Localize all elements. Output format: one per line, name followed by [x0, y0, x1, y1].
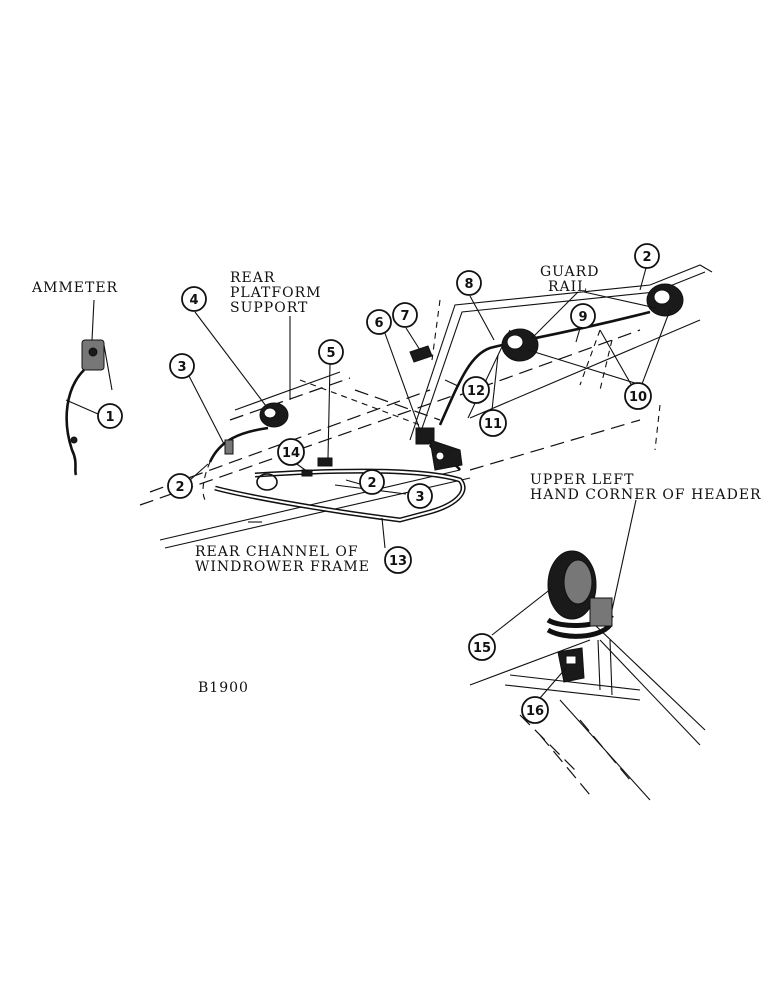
callout-3: 3 [169, 353, 195, 379]
rear-channel-label-line2: WINDROWER FRAME [195, 559, 370, 575]
svg-text:15: 15 [473, 641, 491, 656]
callout-7: 7 [392, 302, 418, 328]
callout-10: 10 [624, 382, 652, 410]
callout-1: 1 [97, 403, 123, 429]
callout-16: 16 [521, 696, 549, 724]
rear-lamp [259, 402, 289, 428]
svg-text:1: 1 [105, 410, 114, 425]
svg-text:12: 12 [467, 384, 485, 399]
svg-text:6: 6 [374, 316, 383, 331]
callout-2-c: 2 [634, 243, 660, 269]
svg-text:4: 4 [189, 293, 198, 308]
svg-text:2: 2 [367, 476, 376, 491]
upper-left-label-line1: UPPER LEFT [530, 472, 634, 488]
callouts: 1 2 3 4 5 6 7 8 [97, 243, 660, 724]
callout-2-b: 2 [359, 469, 385, 495]
rear-platform-label-line1: REAR [230, 270, 275, 286]
callout-13: 13 [384, 546, 412, 574]
callout-9: 9 [570, 303, 596, 329]
svg-text:9: 9 [578, 310, 587, 325]
callout-11: 11 [479, 409, 507, 437]
callout-6: 6 [366, 309, 392, 335]
ammeter-assembly [65, 339, 113, 476]
svg-text:10: 10 [629, 390, 647, 405]
callout-3-b: 3 [407, 483, 433, 509]
callout-14: 14 [277, 438, 305, 466]
svg-text:13: 13 [389, 554, 407, 569]
callout-15: 15 [468, 633, 496, 661]
svg-text:2: 2 [642, 250, 651, 265]
figure-code: B1900 [198, 680, 249, 696]
guard-rail-label-line1: GUARD [540, 264, 599, 280]
guard-rail-label-line2: RAIL [548, 279, 587, 295]
leader-lines [65, 267, 671, 699]
svg-text:16: 16 [526, 704, 544, 719]
text-labels: AMMETER REAR PLATFORM SUPPORT GUARD RAIL… [31, 264, 762, 696]
svg-text:11: 11 [484, 417, 502, 432]
callout-4: 4 [181, 286, 207, 312]
upper-left-label-line2: HAND CORNER OF HEADER [530, 487, 762, 503]
svg-text:14: 14 [282, 446, 300, 461]
svg-text:2: 2 [175, 480, 184, 495]
svg-text:3: 3 [177, 360, 186, 375]
callout-2: 2 [167, 473, 193, 499]
header-corner-assembly [469, 550, 706, 801]
svg-text:5: 5 [326, 346, 335, 361]
switch-bracket [415, 427, 463, 471]
svg-text:8: 8 [464, 277, 473, 292]
svg-text:7: 7 [400, 309, 409, 324]
callout-8: 8 [456, 270, 482, 296]
callout-5: 5 [318, 339, 344, 365]
rear-platform-label-line3: SUPPORT [230, 300, 308, 316]
callout-12: 12 [462, 376, 490, 404]
rear-platform-label-line2: PLATFORM [230, 285, 321, 301]
ammeter-label: AMMETER [31, 280, 118, 296]
clamps [224, 345, 433, 477]
svg-text:3: 3 [415, 490, 424, 505]
rear-channel-label-line1: REAR CHANNEL OF [195, 544, 359, 560]
